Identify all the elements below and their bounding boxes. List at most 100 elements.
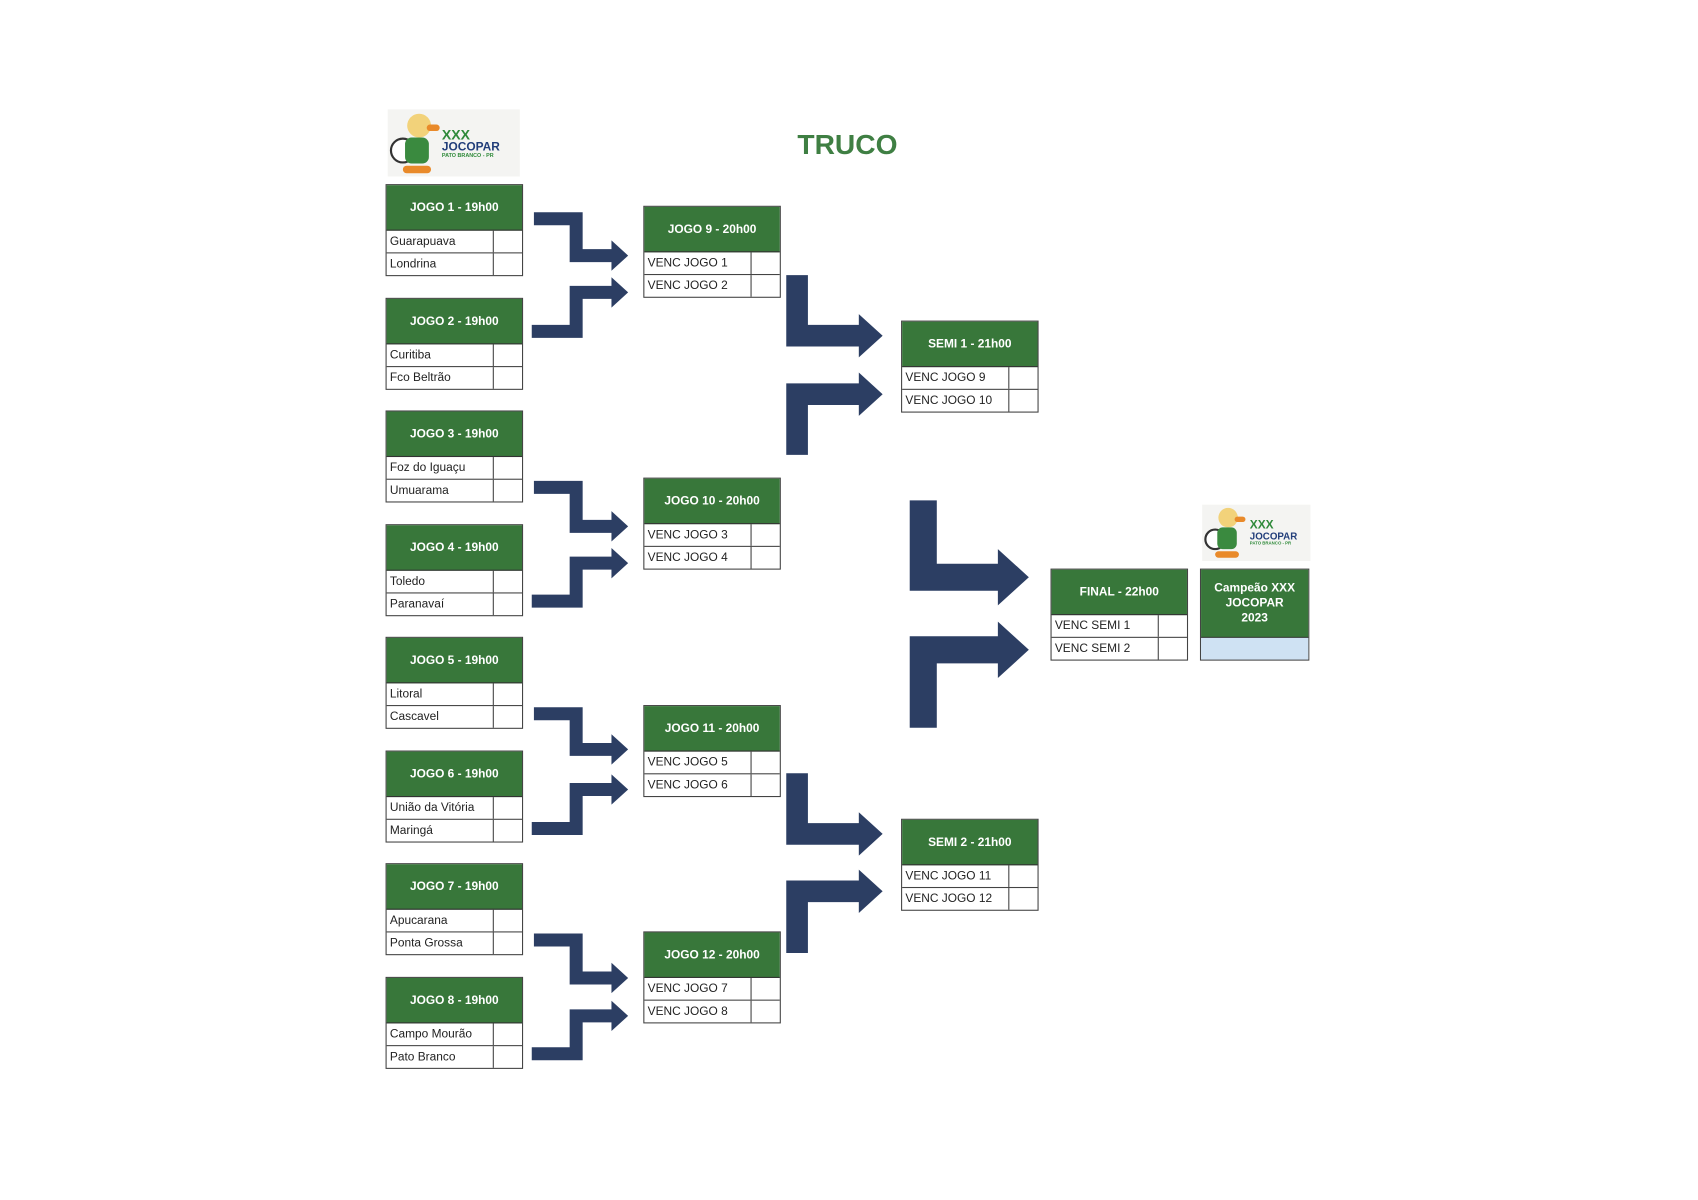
logo-jocopar: JOCOPAR xyxy=(1249,530,1298,542)
score-cell[interactable] xyxy=(492,570,522,593)
score-cell[interactable] xyxy=(750,252,780,274)
score-cell[interactable] xyxy=(750,751,780,774)
score-cell[interactable] xyxy=(1008,865,1037,887)
score-cell[interactable] xyxy=(492,367,522,389)
advance-arrow-icon xyxy=(533,933,629,994)
team-name: VENC JOGO 4 xyxy=(647,551,728,565)
score-cell[interactable] xyxy=(492,593,522,616)
match-title: JOGO 11 - 20h00 xyxy=(644,706,780,752)
match-title: JOGO 3 - 19h00 xyxy=(386,411,523,458)
champion-title: Campeão XXX JOCOPAR 2023 xyxy=(1214,581,1296,625)
score-cell[interactable] xyxy=(1008,389,1037,412)
champion-header: Campeão XXX JOCOPAR 2023 xyxy=(1201,569,1309,638)
advance-arrow-icon xyxy=(531,1000,629,1061)
match-title: JOGO 7 - 19h00 xyxy=(386,864,523,910)
team-row: Londrina xyxy=(386,252,523,276)
logo-xxx: XXX xyxy=(1249,518,1274,532)
score-cell[interactable] xyxy=(750,546,780,569)
advance-arrow-icon xyxy=(531,277,629,338)
team-name: VENC JOGO 1 xyxy=(647,256,728,270)
team-name: Toledo xyxy=(389,575,425,589)
team-name: VENC JOGO 7 xyxy=(647,982,728,996)
team-name: União da Vitória xyxy=(389,801,475,815)
score-cell[interactable] xyxy=(492,253,522,276)
team-name: Londrina xyxy=(389,257,437,271)
logo-xxx: XXX xyxy=(441,126,471,143)
team-row: Litoral xyxy=(387,683,522,706)
score-cell[interactable] xyxy=(1157,637,1187,660)
score-cell[interactable] xyxy=(492,819,522,842)
match-title: JOGO 6 - 19h00 xyxy=(386,751,523,798)
team-row: VENC JOGO 1 xyxy=(644,252,779,274)
match-title: JOGO 12 - 20h00 xyxy=(644,932,780,978)
score-cell[interactable] xyxy=(750,524,780,546)
team-row: Curitiba xyxy=(387,344,522,367)
team-row: VENC JOGO 10 xyxy=(902,388,1038,412)
advance-arrow-icon xyxy=(786,275,883,358)
jocopar-logo-final: XXX JOCOPAR PATO BRANCO - PR xyxy=(1202,504,1311,561)
score-cell[interactable] xyxy=(750,977,780,1000)
advance-arrow-icon xyxy=(786,773,883,856)
advance-arrow-icon xyxy=(786,869,883,954)
champion-value[interactable] xyxy=(1201,637,1309,660)
team-row: VENC JOGO 3 xyxy=(644,524,779,546)
jocopar-logo-top: XXX JOCOPAR PATO BRANCO - PR xyxy=(387,109,520,177)
team-row: Umuarama xyxy=(386,478,523,502)
team-row: Pato Branco xyxy=(386,1045,523,1068)
team-name: VENC JOGO 11 xyxy=(905,869,992,883)
score-cell[interactable] xyxy=(492,457,522,479)
team-row: VENC JOGO 5 xyxy=(644,751,780,774)
team-row: VENC JOGO 9 xyxy=(902,367,1037,389)
match-title: JOGO 9 - 20h00 xyxy=(644,206,780,253)
score-cell[interactable] xyxy=(492,344,522,367)
score-cell[interactable] xyxy=(492,479,522,502)
team-row: VENC JOGO 11 xyxy=(902,865,1037,887)
score-cell[interactable] xyxy=(492,230,522,253)
score-cell[interactable] xyxy=(492,683,522,706)
team-name: Foz do Iguaçu xyxy=(389,461,466,475)
team-row: VENC JOGO 4 xyxy=(644,545,780,569)
score-cell[interactable] xyxy=(492,1023,522,1046)
duck-mascot-icon xyxy=(388,109,442,176)
team-name: Campo Mourão xyxy=(389,1027,473,1041)
team-row: VENC JOGO 7 xyxy=(644,977,780,1000)
team-name: VENC JOGO 3 xyxy=(647,528,728,542)
score-cell[interactable] xyxy=(492,932,522,955)
team-name: VENC JOGO 10 xyxy=(905,394,993,408)
score-cell[interactable] xyxy=(492,706,522,728)
advance-arrow-icon xyxy=(786,372,883,455)
match-title: JOGO 2 - 19h00 xyxy=(386,298,523,345)
score-cell[interactable] xyxy=(492,1046,522,1068)
score-cell[interactable] xyxy=(492,797,522,819)
team-row: VENC SEMI 2 xyxy=(1051,636,1187,660)
team-row: Ponta Grossa xyxy=(386,931,523,955)
team-row: VENC JOGO 6 xyxy=(644,773,780,797)
team-row: Maringá xyxy=(386,818,523,842)
score-cell[interactable] xyxy=(1008,888,1037,910)
team-row: Apucarana xyxy=(387,909,522,932)
team-name: Maringá xyxy=(389,824,433,838)
score-cell[interactable] xyxy=(1157,615,1187,637)
score-cell[interactable] xyxy=(492,909,522,932)
score-cell[interactable] xyxy=(1008,367,1037,389)
team-name: VENC JOGO 12 xyxy=(905,892,993,906)
page-title: TRUCO xyxy=(797,127,898,161)
team-row: Toledo xyxy=(387,570,522,593)
team-row: Paranavaí xyxy=(386,592,523,616)
match-title: JOGO 1 - 19h00 xyxy=(386,185,523,231)
score-cell[interactable] xyxy=(750,275,780,297)
team-name: VENC JOGO 9 xyxy=(905,371,986,385)
score-cell[interactable] xyxy=(750,1000,780,1023)
score-cell[interactable] xyxy=(750,774,780,797)
advance-arrow-icon xyxy=(531,774,629,835)
team-row: Foz do Iguaçu xyxy=(387,457,522,479)
team-name: VENC SEMI 1 xyxy=(1054,619,1131,633)
team-row: Cascavel xyxy=(386,705,523,728)
